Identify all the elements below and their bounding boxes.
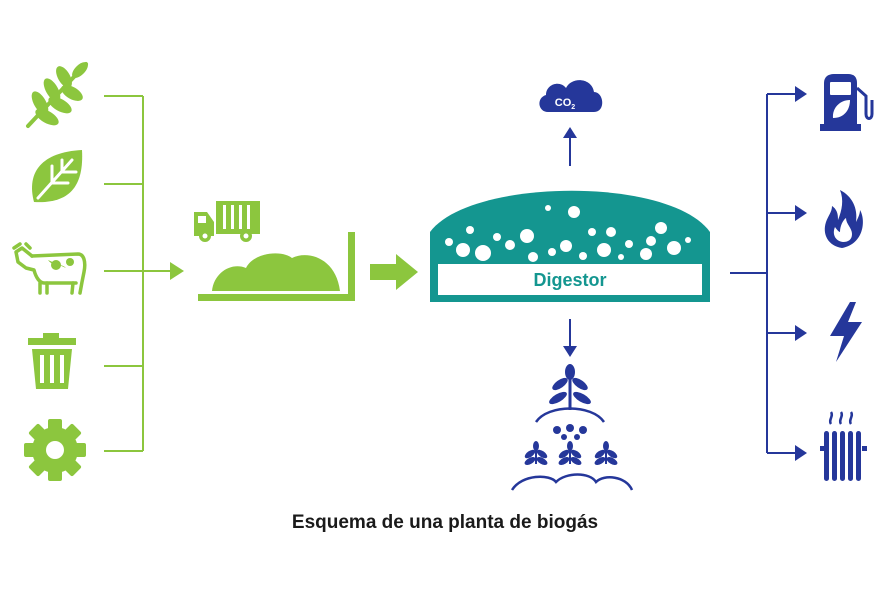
gas-bubbles xyxy=(445,205,691,262)
biomass-pile xyxy=(198,232,355,301)
co2-label: CO xyxy=(555,97,572,109)
co2-subscript: 2 xyxy=(571,104,575,111)
lightning-icon xyxy=(830,302,862,362)
truck-icon xyxy=(194,201,260,242)
wheat-icon xyxy=(26,62,88,128)
flame-icon xyxy=(824,190,863,248)
output-arrow-heads xyxy=(795,86,807,461)
fuel-pump-icon xyxy=(820,74,874,131)
sprout-seed-icon xyxy=(534,364,606,440)
input-connectors xyxy=(104,95,172,452)
feed-arrow xyxy=(370,254,418,290)
co2-cloud-icon: CO2 xyxy=(539,80,603,112)
cow-icon xyxy=(12,242,87,295)
gear-icon xyxy=(24,419,86,481)
digestor-tank: Digestor xyxy=(430,190,710,302)
leaf-icon xyxy=(32,150,83,203)
diagram-caption: Esquema de una planta de biogás xyxy=(291,512,599,533)
digestate-arrow xyxy=(563,319,577,357)
output-connectors xyxy=(730,93,797,454)
co2-arrow xyxy=(563,127,577,166)
svg-text:CO2: CO2 xyxy=(555,97,576,111)
trash-bin-icon xyxy=(28,333,76,389)
input-arrow-head xyxy=(170,262,184,280)
crops-field-icon xyxy=(510,441,634,491)
radiator-icon xyxy=(820,411,867,481)
digestor-label: Digestor xyxy=(533,270,606,290)
digestor-label-box xyxy=(438,264,702,295)
